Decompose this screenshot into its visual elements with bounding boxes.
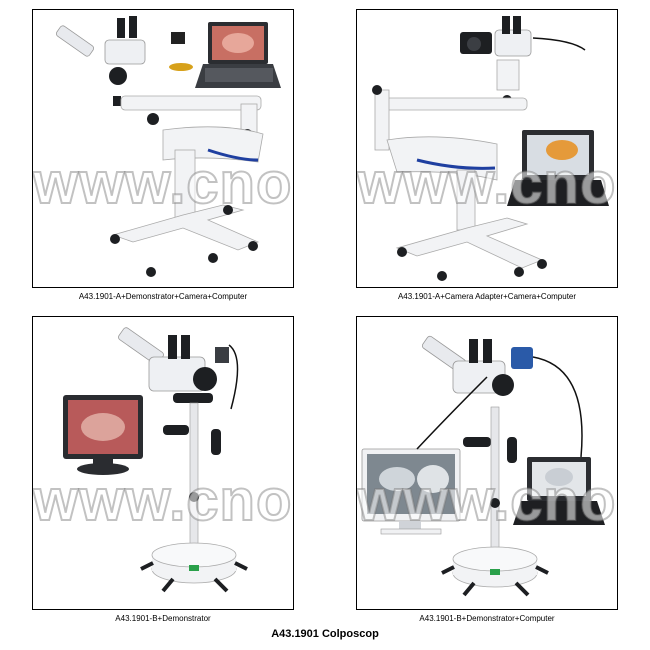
colposcope-b-illustration: [63, 327, 248, 593]
panel-caption: A43.1901-A+Camera Adapter+Camera+Compute…: [397, 292, 577, 301]
articulated-arm: [120, 95, 262, 141]
panel-caption: A43.1901-B+Demonstrator: [115, 614, 211, 623]
microscope-head: [55, 16, 146, 106]
product-photo-a-demonstrator-camera-computer: www.cnoec.com: [32, 9, 294, 288]
monitor: [361, 448, 461, 535]
product-photo-b-demonstrator: www.cnoec.com: [32, 316, 294, 610]
panel-caption: A43.1901-B+Demonstrator+Computer: [419, 614, 555, 623]
panel-caption: A43.1901-A+Demonstrator+Camera+Computer: [78, 292, 248, 301]
page-title: A43.1901 Colposcop: [271, 628, 379, 640]
laptop: [513, 457, 605, 525]
product-photo-a-camera-adapter-camera-computer: www.cnoec.com: [356, 9, 618, 288]
colposcope-a-adapter-illustration: [372, 16, 609, 281]
star-base: [110, 204, 260, 277]
monitor: [63, 395, 143, 475]
product-photo-b-demonstrator-computer: www.cnoec.com: [356, 316, 618, 610]
laptop: [507, 130, 609, 206]
laptop: [195, 22, 281, 88]
colposcope-a-illustration: [55, 16, 281, 277]
colposcope-b-computer-illustration: [361, 335, 605, 597]
